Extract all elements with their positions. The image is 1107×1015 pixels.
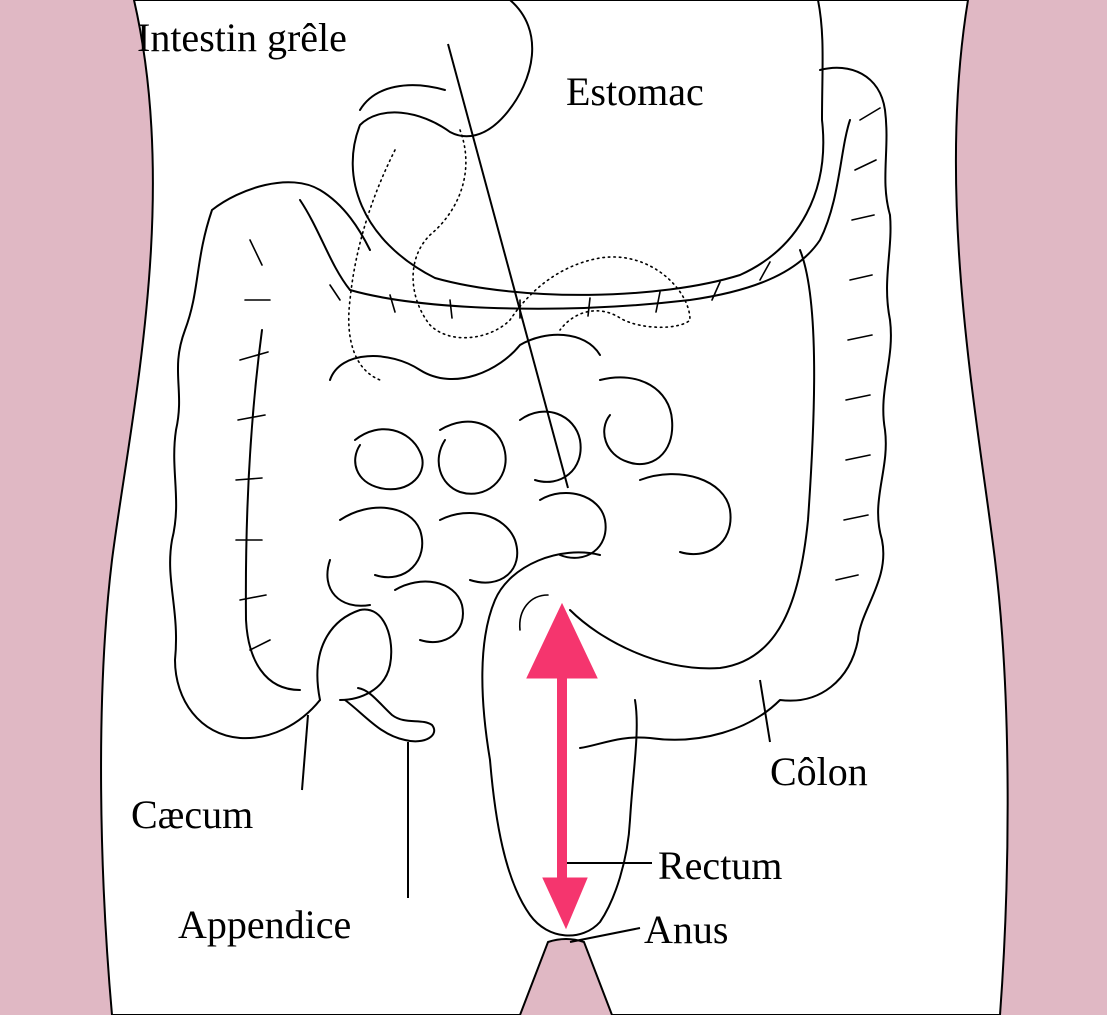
small-intestine bbox=[326, 333, 732, 644]
label-colon: Côlon bbox=[770, 749, 868, 794]
cecum bbox=[316, 608, 393, 701]
leader-cecum bbox=[301, 714, 309, 791]
label-anus: Anus bbox=[644, 907, 729, 952]
colon bbox=[169, 66, 892, 749]
rectum-arrow bbox=[526, 602, 598, 930]
label-stomach: Estomac bbox=[566, 69, 704, 114]
leader-anus bbox=[569, 927, 641, 943]
arrow-shaft bbox=[557, 670, 567, 895]
rectum-fold bbox=[519, 594, 549, 631]
label-small-intestine: Intestin grêle bbox=[137, 15, 347, 60]
stomach bbox=[351, 0, 825, 296]
body-silhouette bbox=[100, 0, 1009, 1015]
label-cecum: Cæcum bbox=[131, 792, 254, 837]
leader-small-intestine bbox=[447, 43, 569, 489]
arrow-head-down bbox=[542, 877, 588, 930]
label-appendix: Appendice bbox=[178, 902, 352, 947]
appendix bbox=[344, 687, 435, 743]
label-rectum: Rectum bbox=[658, 843, 783, 888]
colon-haustra bbox=[235, 107, 881, 651]
rectum bbox=[481, 551, 638, 937]
duodenum-dotted bbox=[348, 129, 691, 381]
colon-inner bbox=[244, 119, 851, 691]
leader-colon bbox=[759, 679, 771, 743]
